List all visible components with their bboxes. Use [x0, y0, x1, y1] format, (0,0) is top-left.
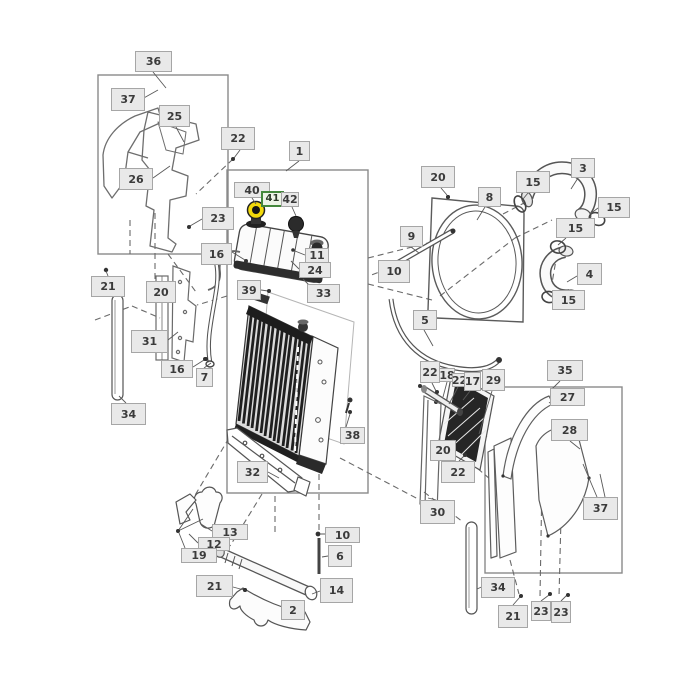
group-box-36 — [97, 74, 229, 255]
callout-22[interactable]: 22 — [441, 461, 475, 483]
callout-31[interactable]: 31 — [131, 330, 168, 353]
callout-4[interactable]: 4 — [577, 263, 602, 285]
assembly-dashed-lines — [94, 158, 563, 598]
callout-8[interactable]: 8 — [478, 187, 501, 207]
part-bottom-clips[interactable] — [175, 486, 223, 533]
part-radiator[interactable] — [234, 292, 353, 474]
callout-38[interactable]: 38 — [340, 427, 365, 444]
callout-17[interactable]: 17 — [464, 372, 481, 391]
callout-5[interactable]: 5 — [413, 310, 437, 330]
callout-42[interactable]: 42 — [281, 192, 299, 207]
callout-32[interactable]: 32 — [237, 461, 268, 483]
callout-9[interactable]: 9 — [400, 226, 423, 247]
callout-10[interactable]: 10 — [325, 527, 360, 543]
callout-7[interactable]: 7 — [196, 368, 213, 387]
part-hose-5[interactable] — [388, 298, 502, 373]
callout-26[interactable]: 26 — [119, 168, 153, 190]
callout-33[interactable]: 33 — [307, 284, 340, 303]
callout-10[interactable]: 10 — [378, 260, 410, 283]
callout-35[interactable]: 35 — [547, 360, 583, 381]
callout-30[interactable]: 30 — [420, 500, 455, 524]
callout-15[interactable]: 15 — [598, 197, 630, 218]
callout-36[interactable]: 36 — [135, 51, 172, 72]
callout-15[interactable]: 15 — [552, 290, 585, 310]
group-box-1 — [226, 169, 369, 494]
callout-37[interactable]: 37 — [111, 88, 145, 111]
callout-21[interactable]: 21 — [498, 605, 528, 628]
leader-lines — [105, 71, 606, 619]
callout-23[interactable]: 23 — [531, 601, 551, 621]
callout-13[interactable]: 13 — [212, 524, 248, 540]
part-lower-bracket[interactable] — [226, 427, 311, 497]
callout-28[interactable]: 28 — [551, 419, 588, 441]
callout-24[interactable]: 24 — [299, 262, 331, 278]
callout-6[interactable]: 6 — [328, 545, 352, 567]
callout-16[interactable]: 16 — [161, 360, 193, 378]
part-rod-6[interactable] — [315, 531, 321, 574]
callout-23[interactable]: 23 — [202, 207, 234, 230]
callout-29[interactable]: 29 — [482, 369, 505, 391]
callout-23[interactable]: 23 — [551, 601, 571, 623]
callout-21[interactable]: 21 — [91, 276, 125, 297]
callout-34[interactable]: 34 — [481, 577, 515, 598]
part-rod-34-right[interactable] — [465, 521, 478, 615]
callout-15[interactable]: 15 — [516, 171, 550, 193]
callout-22[interactable]: 22 — [221, 127, 255, 150]
callout-1[interactable]: 1 — [289, 141, 310, 161]
callout-37[interactable]: 37 — [583, 497, 618, 520]
callout-20[interactable]: 20 — [430, 440, 456, 461]
callout-14[interactable]: 14 — [320, 578, 353, 603]
callout-34[interactable]: 34 — [111, 403, 146, 425]
callout-27[interactable]: 27 — [550, 388, 585, 406]
callout-22[interactable]: 22 — [420, 361, 440, 383]
callout-15[interactable]: 15 — [556, 218, 595, 238]
callout-21[interactable]: 21 — [196, 575, 233, 597]
callout-16[interactable]: 16 — [201, 243, 232, 265]
callout-39[interactable]: 39 — [237, 280, 261, 300]
callout-25[interactable]: 25 — [159, 105, 190, 127]
callout-11[interactable]: 11 — [305, 248, 329, 263]
callout-19[interactable]: 19 — [181, 548, 217, 563]
part-cap-42[interactable] — [288, 216, 304, 238]
callout-2[interactable]: 2 — [281, 600, 305, 620]
callout-3[interactable]: 3 — [571, 158, 595, 178]
part-radiator-cap-highlighted[interactable] — [245, 200, 266, 229]
callout-20[interactable]: 20 — [421, 166, 455, 188]
callout-20[interactable]: 20 — [146, 281, 176, 303]
